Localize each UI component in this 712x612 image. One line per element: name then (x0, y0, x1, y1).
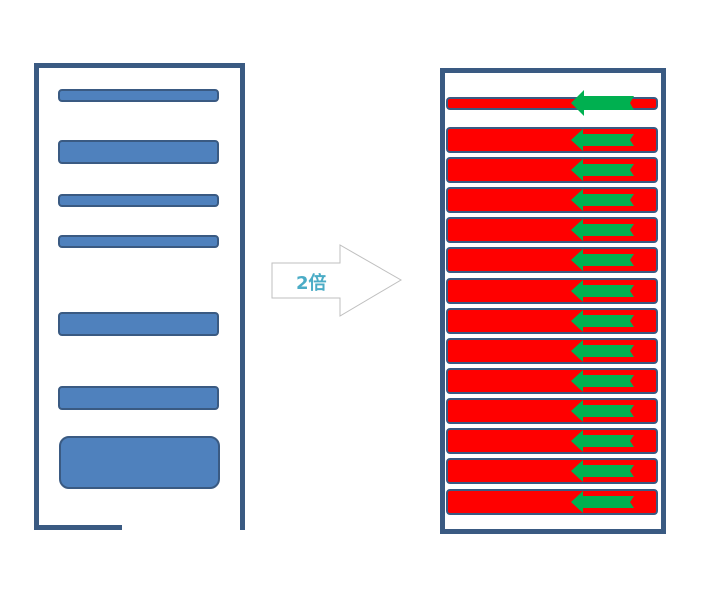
left-bar-1 (58, 89, 219, 102)
left-arrow-icon (571, 340, 634, 362)
right-bar-6 (446, 247, 658, 273)
left-bar-2 (58, 140, 219, 164)
left-arrow-icon (571, 400, 634, 422)
left-arrow-icon (571, 249, 634, 271)
arrow-label: 2倍 (296, 273, 327, 294)
left-bar-6 (58, 386, 219, 410)
left-arrow-icon (571, 129, 634, 151)
left-arrow-icon (571, 370, 634, 392)
left-arrow-icon (571, 460, 634, 482)
left-arrow-icon (571, 310, 634, 332)
left-arrow-icon (571, 219, 634, 241)
left-arrow-icon (571, 189, 634, 211)
left-bar-7 (59, 436, 220, 489)
left-bar-5 (58, 312, 219, 336)
left-arrow-icon (571, 90, 634, 116)
left-arrow-icon (571, 430, 634, 452)
left-panel-gap (122, 525, 240, 530)
right-bar-8 (446, 308, 658, 334)
left-arrow-icon (571, 280, 634, 302)
right-bar-13 (446, 458, 658, 484)
right-arrow-icon (271, 244, 402, 317)
left-bar-3 (58, 194, 219, 207)
left-arrow-icon (571, 491, 634, 513)
left-bar-4 (58, 235, 219, 248)
left-arrow-icon (571, 159, 634, 181)
